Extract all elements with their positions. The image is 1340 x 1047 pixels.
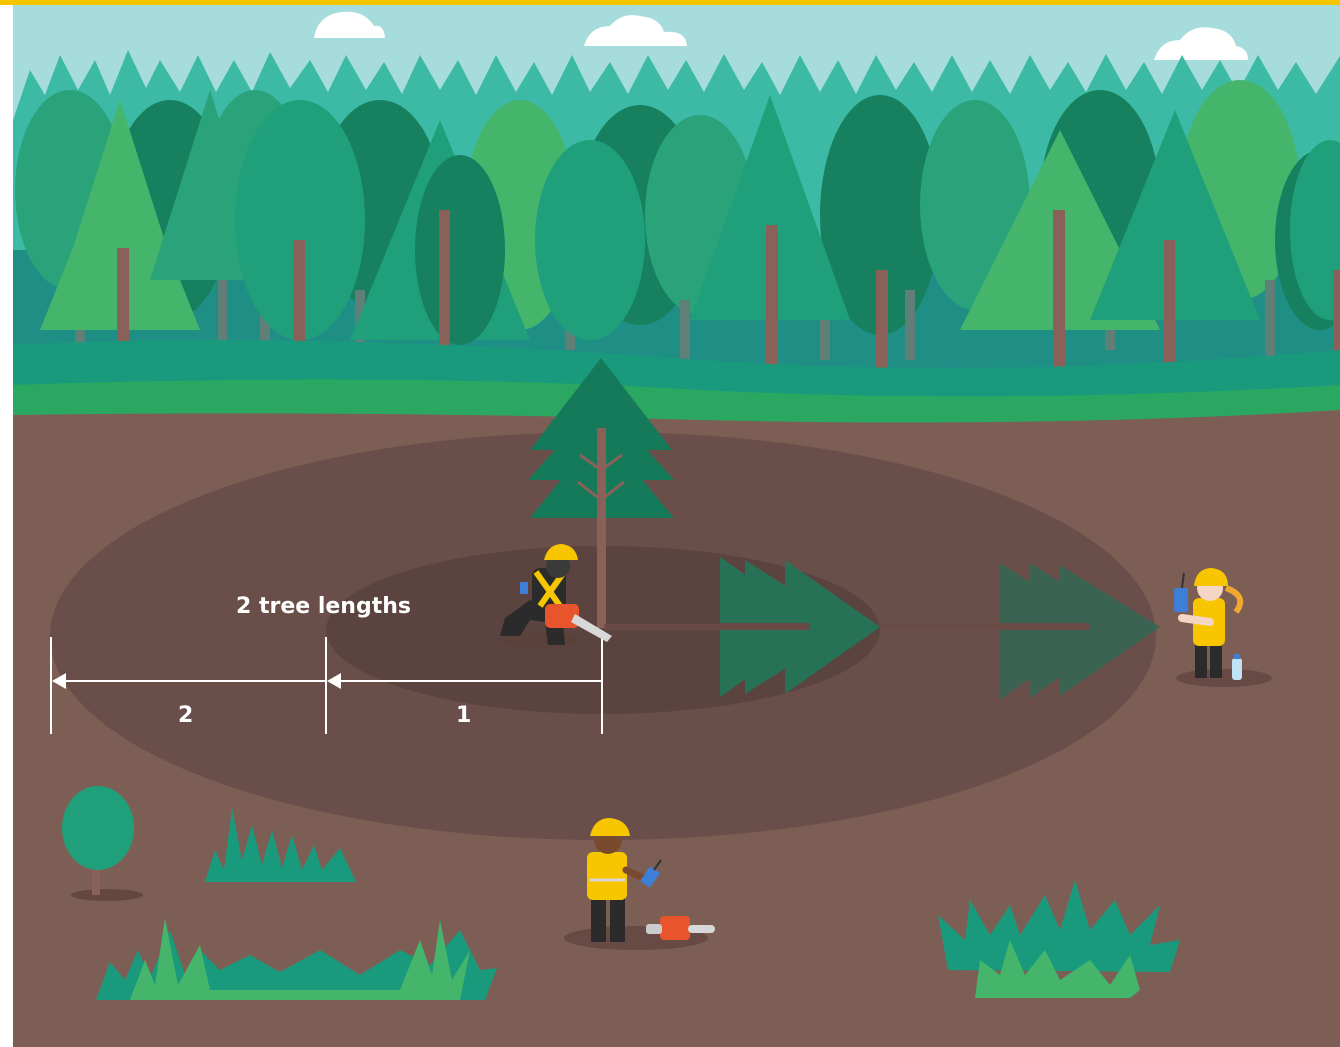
segment-near-label: 1 [456, 705, 471, 727]
distance-title-label: 2 tree lengths [236, 596, 411, 618]
segment-far-label: 2 [178, 705, 193, 727]
frame-top-bar [0, 0, 1340, 5]
